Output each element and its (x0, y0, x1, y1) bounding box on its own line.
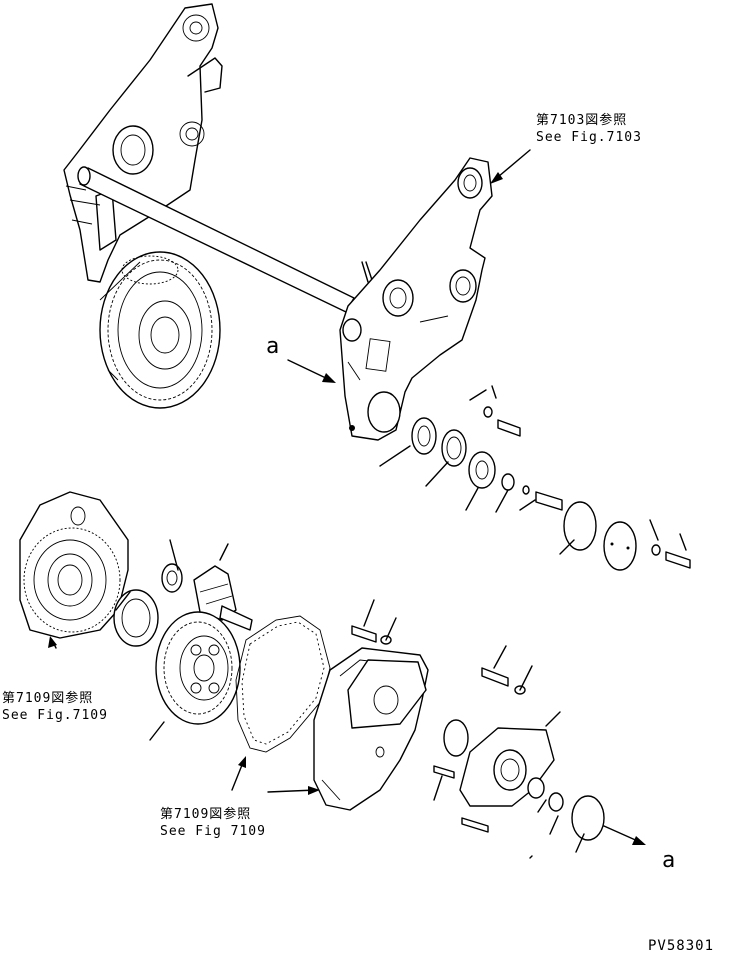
view-arrow-a-bottom (603, 825, 646, 845)
fig7103-reference: 第7103図参照 See Fig.7103 (536, 112, 642, 146)
fig7109-bottom-jp: 第7109図参照 (160, 807, 252, 822)
pinion-shaft (193, 565, 253, 631)
large-gear (155, 611, 241, 725)
lower-leaders (48, 539, 585, 859)
view-marker-a-bottom: a (662, 848, 676, 873)
gear-case-bolts (351, 599, 533, 695)
gear-case (313, 647, 429, 811)
bearing-housing (433, 719, 605, 841)
fig7109-reference-left: 第7109図参照 See Fig.7109 (2, 690, 108, 724)
fig7103-reference-en: See Fig.7103 (536, 130, 642, 145)
left-cover-plate (19, 491, 129, 639)
left-frame-plate (63, 3, 223, 283)
upper-small-parts (379, 385, 691, 571)
upper-drive-sprocket (99, 251, 221, 409)
fig7109-left-en: See Fig.7109 (2, 708, 108, 723)
fig7109-left-jp: 第7109図参照 (2, 691, 94, 706)
drawing-code: PV58301 (648, 938, 715, 954)
view-marker-a-top: a (266, 334, 280, 359)
leader-fig7103 (490, 149, 531, 184)
view-arrow-a-top (287, 359, 336, 383)
gasket (235, 615, 331, 753)
right-frame-plate (339, 157, 493, 441)
fig7109-reference-bottom: 第7109図参照 See Fig 7109 (160, 806, 266, 840)
lower-bearing-ring (113, 563, 183, 647)
fig7103-reference-jp: 第7103図参照 (536, 113, 628, 128)
fig7109-bottom-en: See Fig 7109 (160, 824, 266, 839)
